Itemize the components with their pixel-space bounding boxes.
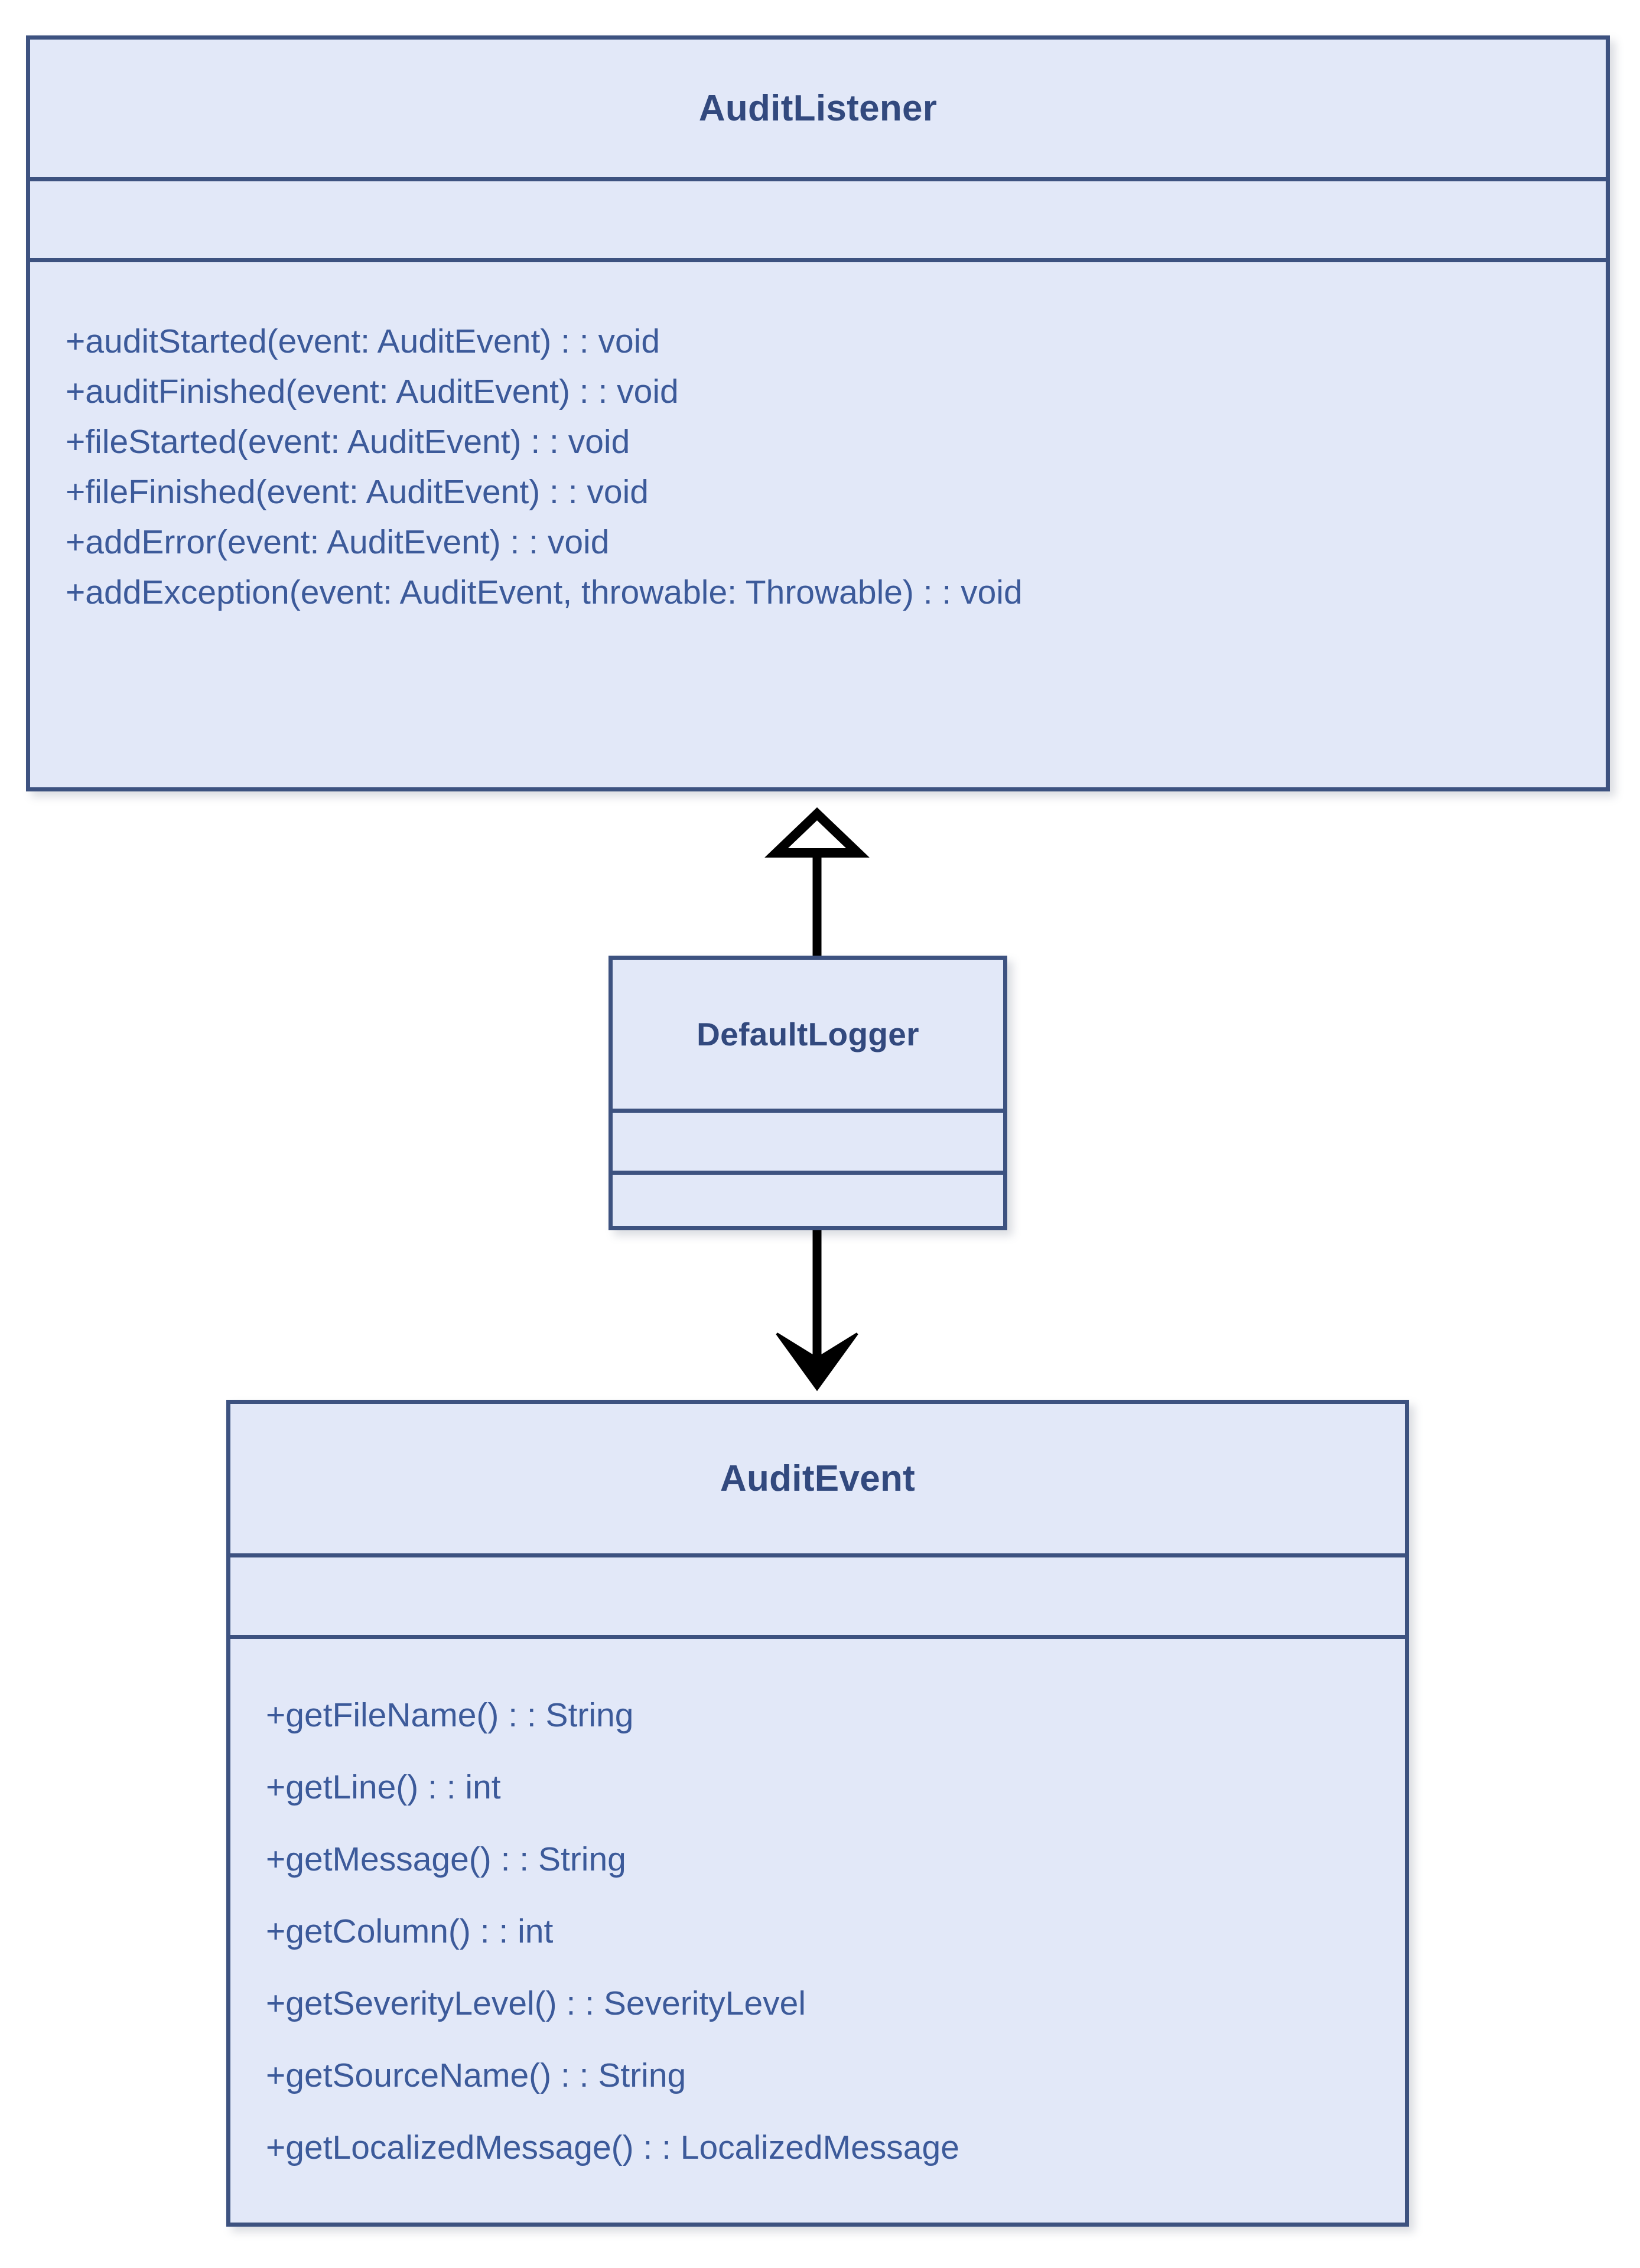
- class-method: +getMessage() : : String: [266, 1840, 626, 1878]
- class-box-audit-listener[interactable]: AuditListener +auditStarted(event: Audit…: [26, 35, 1610, 791]
- class-method: +getLocalizedMessage() : : LocalizedMess…: [266, 2129, 959, 2166]
- class-method: +getSourceName() : : String: [266, 2057, 686, 2094]
- class-method: +getLine() : : int: [266, 1768, 501, 1806]
- class-method: +getSeverityLevel() : : SeverityLevel: [266, 1984, 806, 2022]
- class-method: +addException(event: AuditEvent, throwab…: [66, 573, 1023, 611]
- class-method: +fileStarted(event: AuditEvent) : : void: [66, 423, 630, 461]
- class-box-audit-event[interactable]: AuditEvent +getFileName() : : String +ge…: [226, 1400, 1409, 2227]
- class-box-default-logger[interactable]: DefaultLogger: [609, 956, 1007, 1230]
- class-title-default-logger: DefaultLogger: [613, 960, 1003, 1113]
- class-attributes-default-logger: [613, 1113, 1003, 1175]
- class-attributes-audit-event: [230, 1557, 1405, 1639]
- class-title-audit-event: AuditEvent: [230, 1404, 1405, 1557]
- class-attributes-audit-listener: [30, 181, 1606, 262]
- class-methods-audit-listener: +auditStarted(event: AuditEvent) : : voi…: [30, 262, 1606, 787]
- class-title-audit-listener: AuditListener: [30, 40, 1606, 181]
- open-arrowhead-icon: [776, 1332, 858, 1392]
- class-method: +addError(event: AuditEvent) : : void: [66, 523, 610, 561]
- class-methods-audit-event: +getFileName() : : String +getLine() : :…: [230, 1639, 1405, 2223]
- class-method: +fileFinished(event: AuditEvent) : : voi…: [66, 473, 649, 511]
- class-method: +getFileName() : : String: [266, 1696, 634, 1734]
- association-arrow-default-logger-to-audit-event: [776, 1230, 858, 1392]
- hollow-triangle-arrowhead-icon: [764, 807, 870, 858]
- generalization-arrow-default-logger-to-audit-listener: [764, 807, 870, 956]
- class-method: +auditFinished(event: AuditEvent) : : vo…: [66, 373, 679, 410]
- class-method: +auditStarted(event: AuditEvent) : : voi…: [66, 322, 660, 360]
- class-methods-default-logger: [613, 1175, 1003, 1226]
- class-method: +getColumn() : : int: [266, 1912, 554, 1950]
